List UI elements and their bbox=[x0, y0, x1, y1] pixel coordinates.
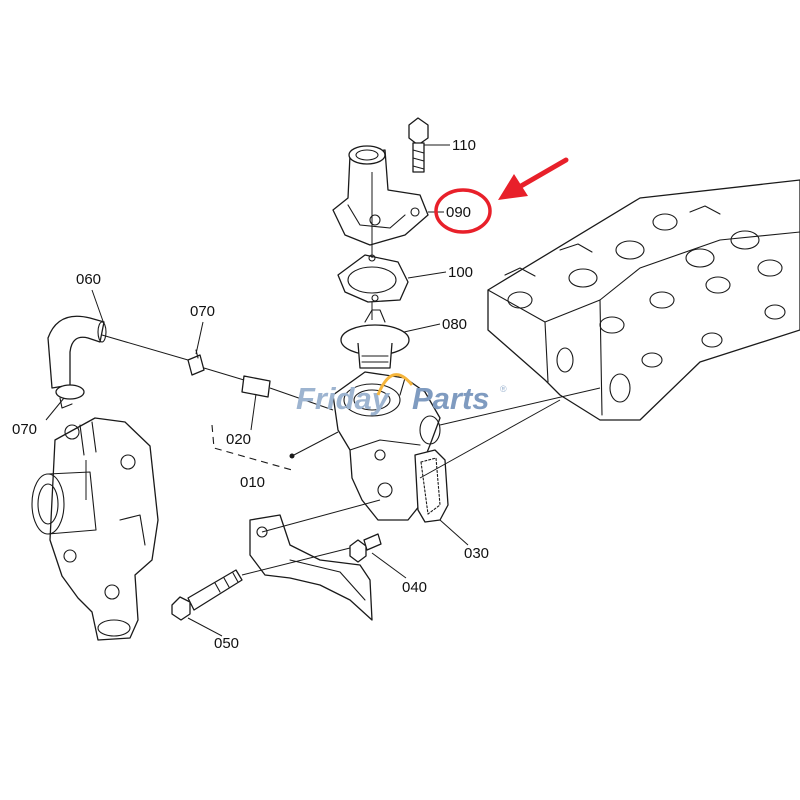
water-pump bbox=[31, 417, 159, 641]
assembly-lines bbox=[85, 172, 601, 576]
clamp-070-upper bbox=[187, 349, 205, 376]
thermostat bbox=[340, 309, 410, 369]
callout-leaders bbox=[45, 144, 469, 637]
callout-070-lower: 070 bbox=[12, 421, 37, 438]
watermark-reg-mark: ® bbox=[500, 384, 507, 394]
callout-060: 060 bbox=[76, 271, 101, 288]
pipe-020 bbox=[241, 375, 271, 398]
callout-020: 020 bbox=[226, 431, 251, 448]
callout-030: 030 bbox=[464, 545, 489, 562]
hose-060 bbox=[47, 315, 107, 389]
cylinder-head bbox=[487, 179, 800, 421]
watermark-text-first: Friday bbox=[296, 381, 391, 416]
assembly-dot bbox=[289, 453, 295, 459]
callout-040: 040 bbox=[402, 579, 427, 596]
callout-080: 080 bbox=[442, 316, 467, 333]
callout-100: 100 bbox=[448, 264, 473, 281]
callout-010: 010 bbox=[240, 474, 265, 491]
watermark-accent-swoosh bbox=[376, 373, 414, 396]
bolt-110 bbox=[408, 117, 429, 173]
highlight-indicator bbox=[434, 157, 569, 234]
callout-050: 050 bbox=[214, 635, 239, 652]
highlight-arrow-icon bbox=[518, 157, 569, 189]
callout-070-upper: 070 bbox=[190, 303, 215, 320]
highlight-circle bbox=[434, 188, 492, 234]
clamp-070-lower bbox=[55, 384, 85, 409]
highlight-arrowhead bbox=[498, 174, 528, 200]
bolt-040 bbox=[349, 533, 382, 563]
bracket bbox=[249, 514, 373, 621]
bolt-050 bbox=[171, 569, 243, 621]
gasket-030 bbox=[414, 449, 449, 523]
gasket-100 bbox=[337, 254, 409, 303]
watermark-logo: Friday Parts ® bbox=[296, 373, 507, 416]
callout-110: 110 bbox=[452, 137, 476, 154]
watermark-text-second: Parts bbox=[412, 381, 490, 416]
thermostat-cover bbox=[332, 145, 429, 246]
callout-090: 090 bbox=[446, 204, 471, 221]
